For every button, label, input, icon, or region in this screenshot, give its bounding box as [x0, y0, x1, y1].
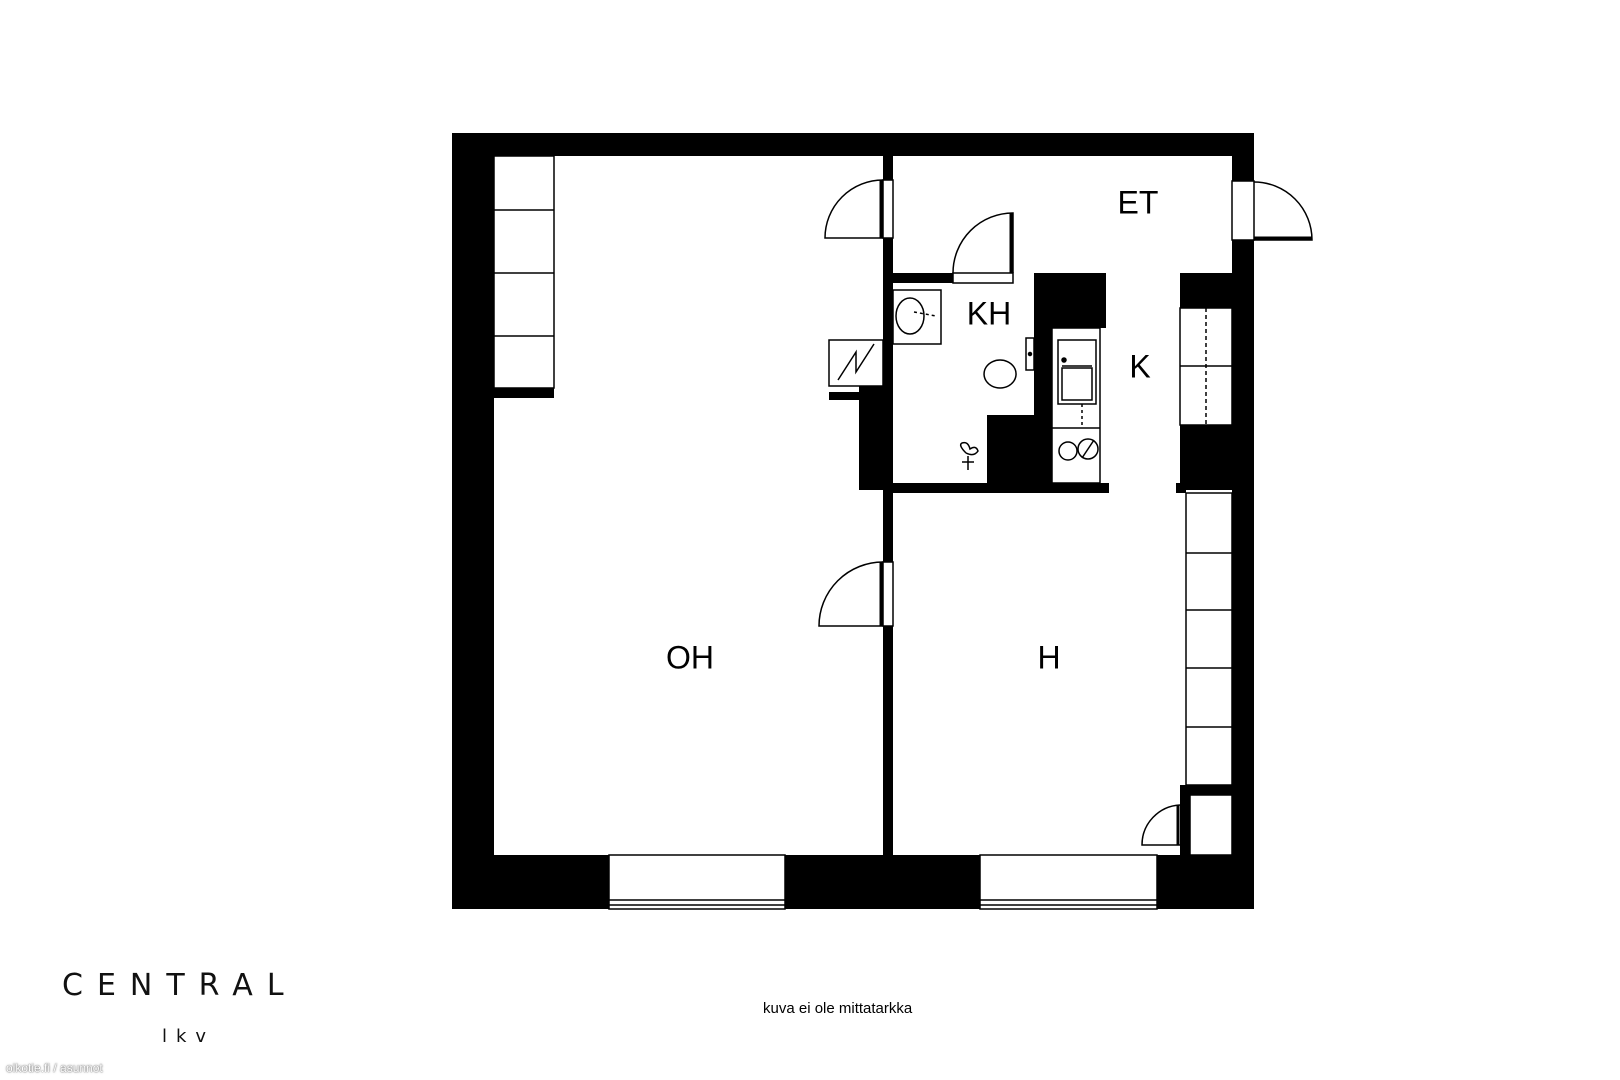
interior-walls — [494, 156, 1254, 860]
kitchen-counter — [1051, 327, 1101, 484]
watermark: oikotie.fi / asunnot — [6, 1061, 103, 1075]
door-oh-h — [818, 561, 894, 627]
electric-panel — [828, 339, 884, 387]
bathroom-fixtures — [892, 289, 1035, 470]
wardrobe-h — [1179, 307, 1233, 856]
door-oh-upper — [824, 179, 894, 239]
door-kh — [952, 212, 1014, 284]
door-closet — [1141, 804, 1181, 846]
room-label-kh: KH — [966, 295, 1012, 332]
entrance-door — [1231, 180, 1313, 241]
brand-subtitle: lkv — [162, 1026, 216, 1047]
wardrobe-oh — [493, 155, 555, 389]
scale-note: kuva ei ole mittatarkka — [763, 1000, 913, 1017]
room-label-oh: OH — [666, 639, 714, 676]
room-label-h: H — [1037, 639, 1061, 676]
brand-logo: CENTRAL — [62, 968, 298, 1003]
room-label-k: K — [1129, 348, 1151, 385]
outer-walls — [452, 133, 1254, 909]
windows — [608, 854, 1158, 910]
room-label-et: ET — [1117, 184, 1159, 221]
